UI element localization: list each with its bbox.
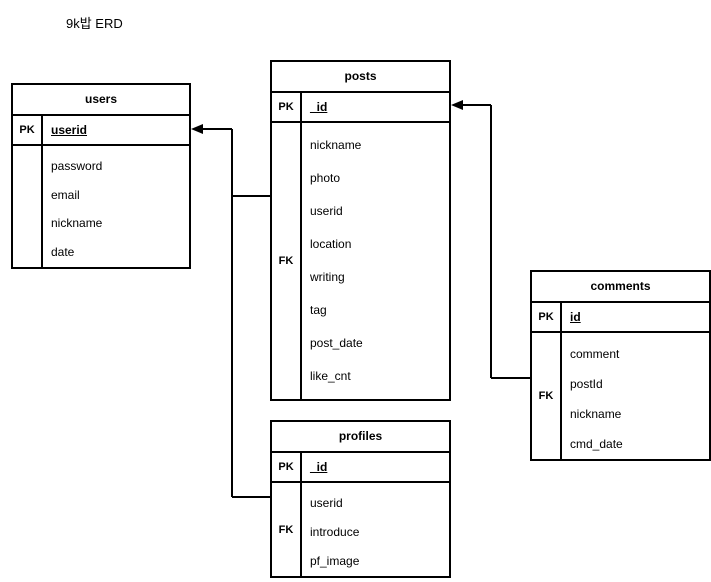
- entity-profiles[interactable]: profiles PK _id FK userid introduce pf_i…: [270, 420, 451, 578]
- attribute-row: writing: [310, 270, 345, 284]
- entity-posts-pk-label: PK: [272, 93, 302, 121]
- attribute-row: comment: [570, 346, 620, 361]
- entity-comments-pk-label: PK: [532, 303, 562, 331]
- entity-users-title: users: [13, 85, 189, 116]
- attribute-row: nickname: [51, 216, 103, 231]
- entity-comments[interactable]: comments PK id FK comment postId nicknam…: [530, 270, 711, 461]
- entity-comments-title: comments: [532, 272, 709, 303]
- entity-profiles-title: profiles: [272, 422, 449, 453]
- attribute-row: tag: [310, 303, 327, 317]
- page-title: 9k밥 ERD: [66, 16, 123, 31]
- entity-users-attributes: password email nickname date: [43, 146, 189, 267]
- entity-posts[interactable]: posts PK _id FK nickname photo userid lo…: [270, 60, 451, 401]
- attribute-row: nickname: [570, 406, 622, 421]
- entity-users-body: password email nickname date: [13, 146, 189, 267]
- entity-profiles-pk-row: PK _id: [272, 453, 449, 483]
- attribute-row: cmd_date: [570, 436, 623, 451]
- entity-posts-attributes: nickname photo userid location writing t…: [302, 123, 449, 399]
- arrow-head-posts: [451, 100, 463, 110]
- entity-users[interactable]: users PK userid password email nickname …: [11, 83, 191, 269]
- entity-comments-body: FK comment postId nickname cmd_date: [532, 333, 709, 459]
- entity-comments-pk-field: id: [562, 303, 709, 331]
- attribute-row: post_date: [310, 336, 363, 350]
- entity-comments-fk-label: FK: [532, 333, 562, 459]
- attribute-row: nickname: [310, 138, 362, 152]
- entity-posts-pk-field-name: _id: [310, 100, 328, 114]
- entity-profiles-body: FK userid introduce pf_image: [272, 483, 449, 576]
- connector-comments-to-posts: [458, 104, 530, 379]
- entity-users-fk-label: [13, 146, 43, 267]
- attribute-row: date: [51, 245, 75, 260]
- attribute-row: like_cnt: [310, 369, 351, 383]
- entity-profiles-attributes: userid introduce pf_image: [302, 483, 449, 576]
- attribute-row: pf_image: [310, 554, 360, 568]
- entity-profiles-fk-label: FK: [272, 483, 302, 576]
- entity-posts-title: posts: [272, 62, 449, 93]
- entity-profiles-pk-label: PK: [272, 453, 302, 481]
- attribute-row: postId: [570, 376, 603, 391]
- attribute-row: userid: [310, 496, 343, 510]
- attribute-row: location: [310, 237, 352, 251]
- entity-profiles-pk-field: _id: [302, 453, 449, 481]
- attribute-row: photo: [310, 171, 341, 185]
- entity-profiles-pk-field-name: _id: [310, 460, 328, 474]
- entity-posts-pk-row: PK _id: [272, 93, 449, 123]
- attribute-row: introduce: [310, 525, 360, 539]
- entity-users-pk-field: userid: [43, 116, 189, 144]
- entity-posts-body: FK nickname photo userid location writin…: [272, 123, 449, 399]
- entity-users-pk-field-name: userid: [51, 123, 88, 137]
- entity-comments-pk-row: PK id: [532, 303, 709, 333]
- entity-comments-attributes: comment postId nickname cmd_date: [562, 333, 709, 459]
- entity-users-pk-row: PK userid: [13, 116, 189, 146]
- entity-users-pk-label: PK: [13, 116, 43, 144]
- entity-comments-pk-field-name: id: [570, 310, 581, 324]
- entity-posts-pk-field: _id: [302, 93, 449, 121]
- connector-posts-profiles-to-users: [198, 128, 270, 498]
- attribute-row: password: [51, 158, 103, 173]
- attribute-row: email: [51, 187, 80, 202]
- attribute-row: userid: [310, 204, 343, 218]
- entity-posts-fk-label: FK: [272, 123, 302, 399]
- arrow-head-users: [191, 124, 203, 134]
